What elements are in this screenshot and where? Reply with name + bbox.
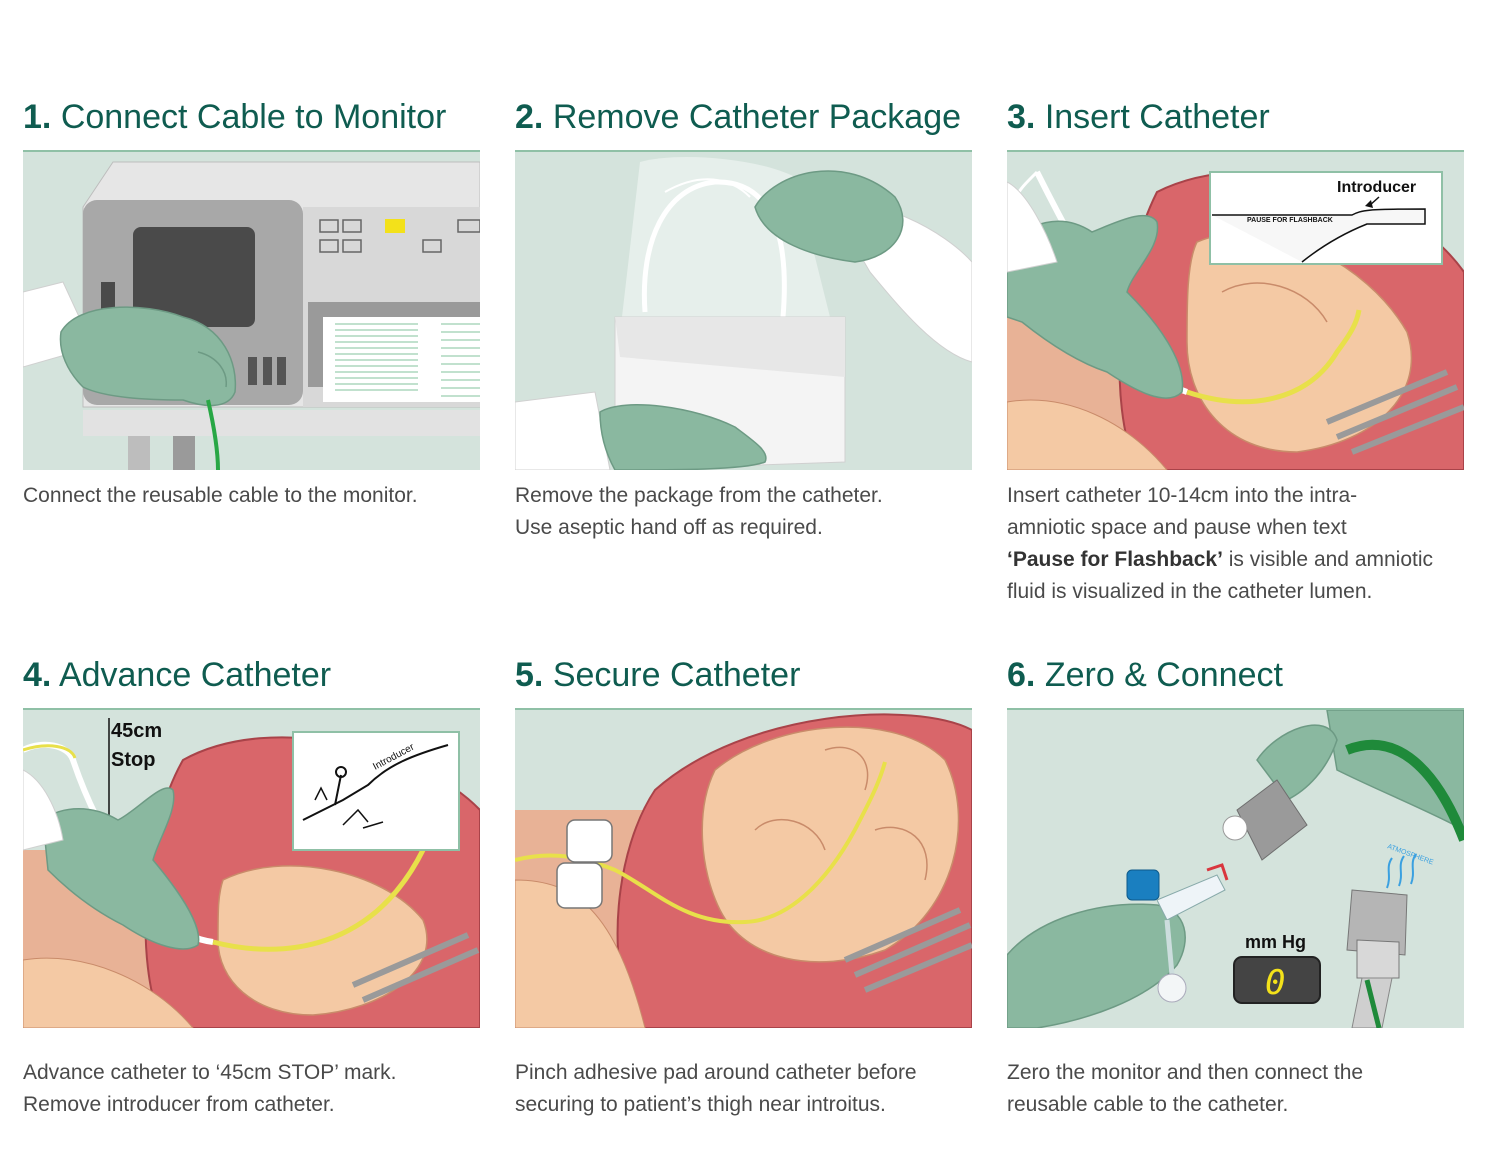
- step-6-title-text: Zero & Connect: [1044, 656, 1283, 694]
- step-4-mark-line-1: 45cm: [111, 720, 162, 742]
- step-3-callout-label: Introducer: [1337, 179, 1416, 196]
- step-4-mark-line-2: Stop: [111, 749, 155, 771]
- step-6-title: 6. Zero & Connect: [1007, 655, 1283, 695]
- step-4-title-text: Advance Catheter: [58, 656, 332, 694]
- step-1-title: 1. Connect Cable to Monitor: [23, 97, 446, 137]
- step-3-title-text: Insert Catheter: [1044, 98, 1270, 136]
- step-1-caption-text: Connect the reusable cable to the monito…: [23, 484, 418, 507]
- step-6-vent-label: ATMOSPHERE: [1386, 843, 1434, 866]
- step-1-number: 1.: [23, 98, 52, 136]
- step-5-title-text: Secure Catheter: [552, 656, 801, 694]
- step-6-display-unit: mm Hg: [1245, 932, 1306, 952]
- step-6-caption-line-1: Zero the monitor and then connect the: [1007, 1061, 1364, 1084]
- step-4-number: 4.: [23, 656, 52, 694]
- step-4-illustration: 45cm Stop Introducer: [23, 708, 480, 1028]
- step-3-caption: Insert catheter 10-14cm into the intra- …: [1007, 480, 1467, 608]
- step-4-caption: Advance catheter to ‘45cm STOP’ mark. Re…: [23, 1057, 483, 1121]
- step-3-title: 3. Insert Catheter: [1007, 97, 1270, 137]
- step-3-caption-line-3: is visible and amniotic: [1222, 548, 1434, 571]
- step-6-illustration: mm Hg 0 ATMOSPHERE: [1007, 708, 1464, 1028]
- step-3-caption-line-4: fluid is visualized in the catheter lume…: [1007, 580, 1373, 603]
- step-2-caption-line-1: Remove the package from the catheter.: [515, 484, 883, 507]
- step-2-illustration: [515, 150, 972, 470]
- step-6-display-value: 0: [1265, 963, 1285, 1003]
- step-6-caption-line-2: reusable cable to the catheter.: [1007, 1093, 1289, 1116]
- step-2-caption-line-2: Use aseptic hand off as required.: [515, 516, 823, 539]
- step-5-caption-line-2: securing to patient’s thigh near introit…: [515, 1093, 886, 1116]
- step-3-caption-bold: ‘Pause for Flashback’: [1007, 548, 1223, 571]
- step-3-illustration: Introducer PAUSE FOR FLASHBACK: [1007, 150, 1464, 470]
- step-5-caption-line-1: Pinch adhesive pad around catheter befor…: [515, 1061, 917, 1084]
- step-5-caption: Pinch adhesive pad around catheter befor…: [515, 1057, 975, 1121]
- step-1-title-text: Connect Cable to Monitor: [60, 98, 447, 136]
- step-1-caption: Connect the reusable cable to the monito…: [23, 480, 483, 512]
- step-5-title: 5. Secure Catheter: [515, 655, 800, 695]
- step-4-caption-line-2: Remove introducer from catheter.: [23, 1093, 335, 1116]
- step-6-caption: Zero the monitor and then connect the re…: [1007, 1057, 1467, 1121]
- step-2-title: 2. Remove Catheter Package: [515, 97, 961, 137]
- step-3-callout-marking: PAUSE FOR FLASHBACK: [1247, 217, 1333, 224]
- step-5-number: 5.: [515, 656, 544, 694]
- step-6-number: 6.: [1007, 656, 1036, 694]
- step-2-title-text: Remove Catheter Package: [552, 98, 962, 136]
- step-5-illustration: [515, 708, 972, 1028]
- step-4-title: 4. Advance Catheter: [23, 655, 331, 695]
- step-3-caption-line-1: Insert catheter 10-14cm into the intra-: [1007, 484, 1358, 507]
- step-1-illustration: [23, 150, 480, 470]
- step-3-number: 3.: [1007, 98, 1036, 136]
- step-3-caption-line-2: amniotic space and pause when text: [1007, 516, 1347, 539]
- step-2-caption: Remove the package from the catheter. Us…: [515, 480, 975, 544]
- step-4-caption-line-1: Advance catheter to ‘45cm STOP’ mark.: [23, 1061, 397, 1084]
- step-2-number: 2.: [515, 98, 544, 136]
